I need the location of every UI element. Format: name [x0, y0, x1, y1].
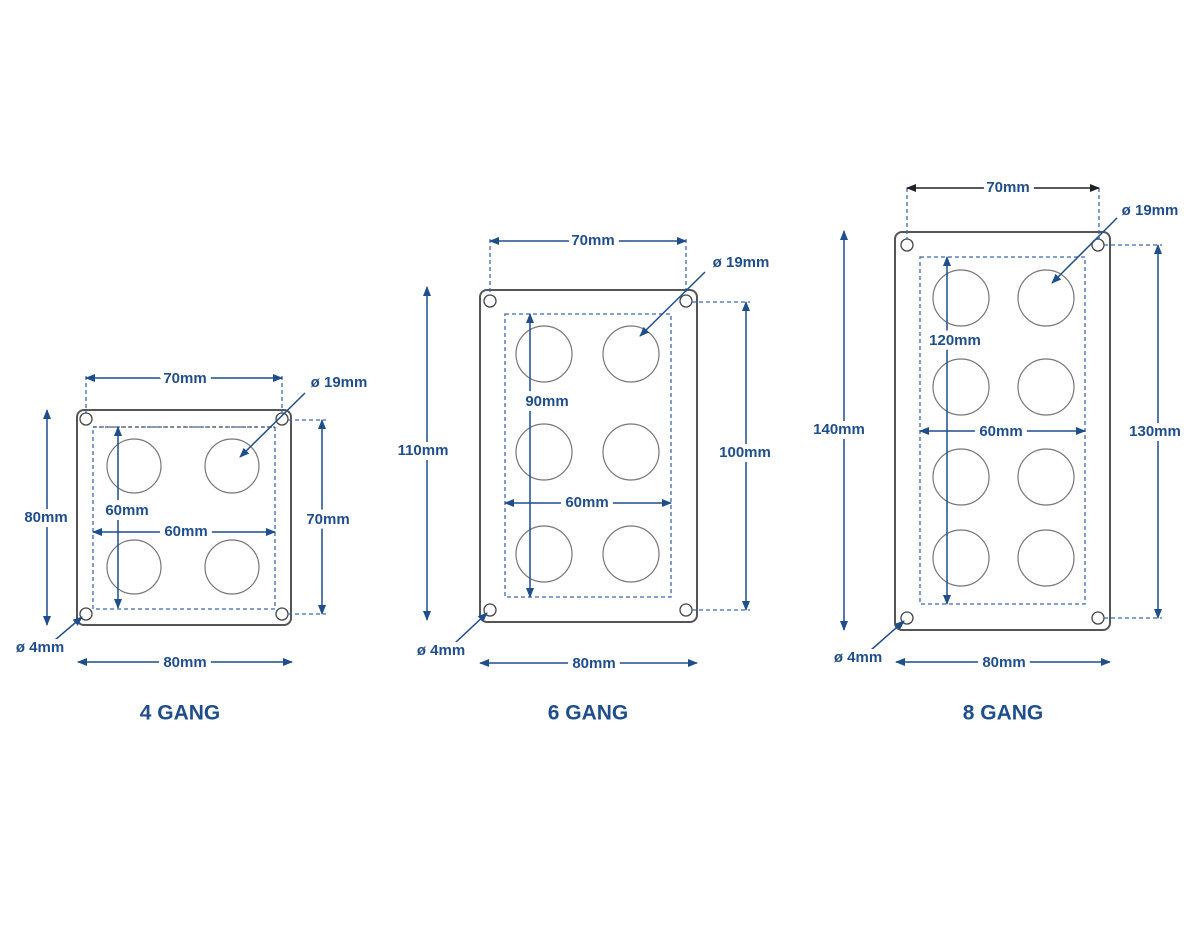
left-height-label: 110mm — [398, 442, 449, 459]
panel-title: 6 GANG — [548, 702, 629, 725]
hole-diameter-label: ø 19mm — [311, 374, 368, 391]
switch-holes — [106, 438, 260, 595]
mounting-holes — [483, 294, 693, 617]
bottom-width-label: 80mm — [982, 654, 1025, 671]
right-height-label: 130mm — [1129, 423, 1181, 440]
bottom-width-label: 80mm — [572, 655, 615, 672]
inner-vertical-label: 60mm — [105, 502, 148, 519]
left-height-label: 80mm — [24, 509, 67, 526]
panel-4-gang: 70mm 80mm 70mm 60mm 60mm ø 19mm ø 4mm 80… — [11, 365, 373, 725]
mount-hole-label: ø 4mm — [834, 649, 882, 666]
inner-vertical-label: 120mm — [929, 332, 981, 349]
mount-hole-label: ø 4mm — [417, 642, 465, 659]
top-width-label: 70mm — [986, 179, 1029, 196]
inner-vertical-label: 90mm — [525, 393, 568, 410]
panel-outline — [479, 289, 698, 623]
panel-6-gang: 70mm 110mm 100mm 90mm 60mm ø 19mm ø 4mm … — [393, 227, 776, 725]
switch-holes — [515, 325, 660, 583]
left-height-label: 140mm — [813, 421, 865, 438]
hole-diameter-label: ø 19mm — [1122, 202, 1179, 219]
panel-outline — [76, 409, 292, 626]
top-width-label: 70mm — [163, 370, 206, 387]
right-height-label: 70mm — [306, 511, 349, 528]
mounting-holes — [79, 412, 289, 621]
bottom-width-label: 80mm — [163, 654, 206, 671]
inner-horizontal-label: 60mm — [565, 494, 608, 511]
hole-diameter-label: ø 19mm — [713, 254, 770, 271]
top-width-label: 70mm — [571, 232, 614, 249]
inner-horizontal-label: 60mm — [979, 423, 1022, 440]
mount-hole-label: ø 4mm — [16, 639, 64, 656]
inner-horizontal-label: 60mm — [164, 523, 207, 540]
switch-holes — [932, 269, 1075, 587]
panel-title: 4 GANG — [140, 702, 221, 725]
cutout-area — [504, 313, 672, 598]
panel-outline — [894, 231, 1111, 631]
panel-8-gang: 70mm 140mm 130mm 120mm 60mm ø 19mm ø 4mm… — [808, 174, 1186, 725]
panel-title: 8 GANG — [963, 702, 1044, 725]
right-height-label: 100mm — [719, 444, 771, 461]
